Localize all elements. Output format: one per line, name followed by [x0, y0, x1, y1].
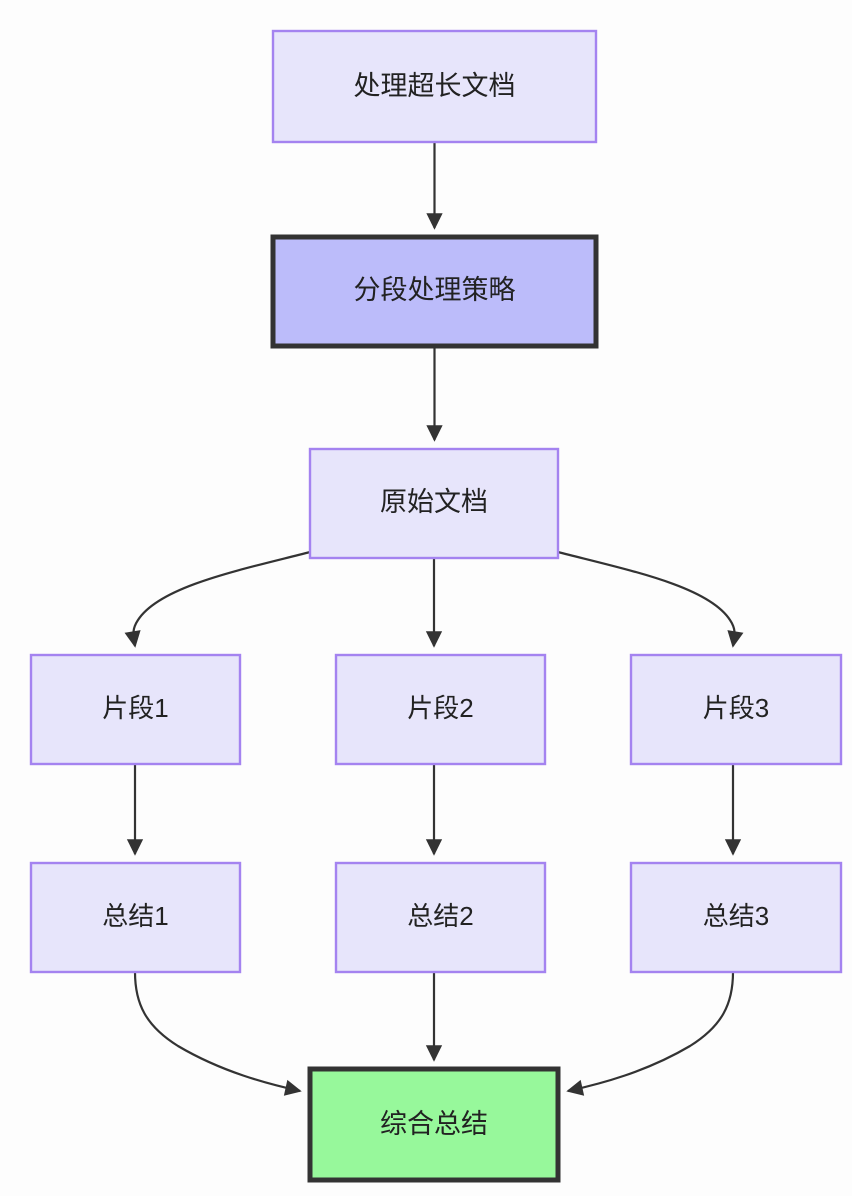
edge-source-to-fragment3	[557, 550, 744, 648]
edge-summary1-to-final	[133, 971, 302, 1096]
node-label-summary-3: 总结3	[703, 901, 769, 931]
node-label-source-document: 原始文档	[380, 487, 488, 517]
node-layer: 处理超长文档 分段处理策略 原始文档 片段1 片段2 片段3	[29, 29, 843, 1183]
node-final-summary[interactable]: 综合总结	[307, 1066, 561, 1183]
node-label-summary-2: 总结2	[407, 901, 473, 931]
node-label-process-long-document: 处理超长文档	[354, 71, 516, 101]
node-fragment-2[interactable]: 片段2	[334, 653, 547, 766]
node-source-document[interactable]: 原始文档	[308, 447, 560, 560]
edge-summary3-to-final	[566, 971, 735, 1096]
node-summary-1[interactable]: 总结1	[29, 861, 242, 974]
node-label-final-summary: 综合总结	[380, 1109, 488, 1139]
node-label-summary-1: 总结1	[102, 901, 168, 931]
node-label-fragment-2: 片段2	[407, 693, 473, 723]
node-fragment-3[interactable]: 片段3	[629, 653, 843, 766]
node-summary-2[interactable]: 总结2	[334, 861, 547, 974]
edge-source-to-fragment1	[124, 550, 311, 648]
node-process-long-document[interactable]: 处理超长文档	[271, 29, 598, 144]
node-fragment-1[interactable]: 片段1	[29, 653, 242, 766]
node-label-chunking-strategy: 分段处理策略	[354, 275, 516, 305]
node-label-fragment-3: 片段3	[703, 693, 769, 723]
edge-layer	[124, 142, 744, 1096]
node-chunking-strategy[interactable]: 分段处理策略	[270, 234, 599, 349]
node-summary-3[interactable]: 总结3	[629, 861, 843, 974]
node-label-fragment-1: 片段1	[102, 693, 168, 723]
